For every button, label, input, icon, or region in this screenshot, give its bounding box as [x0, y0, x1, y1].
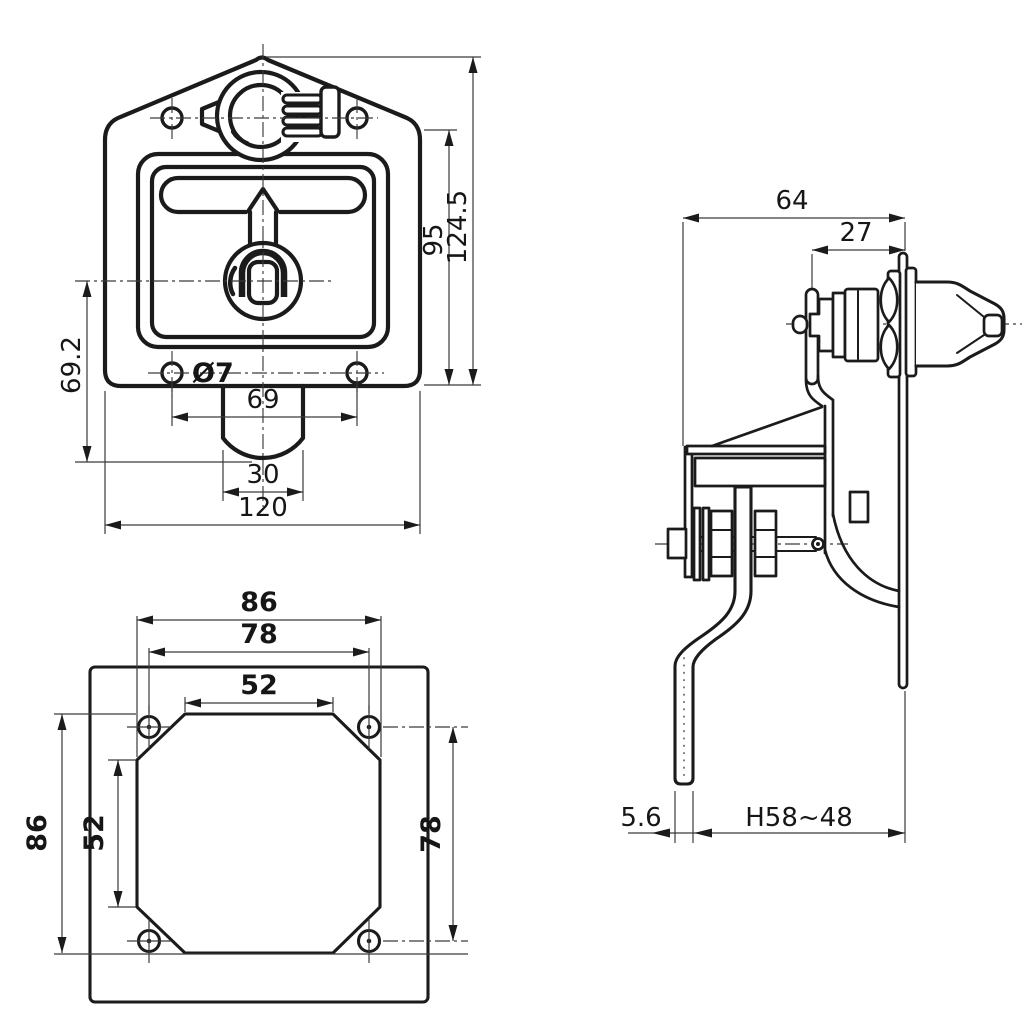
cup-cone-line: [956, 294, 985, 318]
dim-pawl-thickness: 5.6: [620, 803, 661, 833]
dim-side-flat: 52: [79, 814, 110, 852]
dim-grip-range: H58~48: [745, 803, 853, 833]
handle-cup-flange: [904, 266, 918, 378]
dim-overall-height: 124.5: [443, 190, 473, 264]
cutout-dimension-lines: [61, 619, 454, 953]
key-bow: [319, 85, 341, 139]
dim-hole-spacing-v: 78: [416, 815, 447, 853]
bracket-bend-outer: [804, 378, 824, 408]
wave-nut-lens: [879, 276, 899, 324]
cutout-arrows: [57, 615, 458, 953]
dim-pawl-width: 30: [246, 460, 279, 490]
side-view: 64 27 5.6 H58~48: [620, 186, 1022, 843]
dim-overall-width: 120: [238, 493, 288, 523]
dim-overall-depth: 64: [775, 186, 808, 216]
dim-body-height: 95: [419, 223, 449, 256]
hex-nut: [753, 509, 778, 578]
housing-sweep-outer: [831, 512, 901, 593]
pawl-arm: [673, 485, 753, 786]
mounting-panel: [88, 665, 430, 1004]
housing-top-plate: [685, 444, 827, 456]
housing-base-slab: [693, 456, 827, 488]
bracket-pin: [791, 314, 809, 335]
cylinder-accent-arc: [231, 130, 249, 145]
cutout-view: 86 78 52 86 52 78: [22, 587, 468, 1004]
bolt-end-pin-dot: [816, 542, 820, 546]
boss-accent-arc: [228, 265, 238, 297]
bracket-bend-inner: [816, 374, 835, 402]
cylinder-ring: [831, 291, 847, 359]
dim-top-flat: 52: [240, 670, 278, 701]
front-view: 124.5 95 69.2 Ø7 69 30 120: [57, 44, 481, 534]
housing-slope-edge: [710, 405, 824, 448]
cutout-holes: [127, 705, 382, 963]
bolt-head: [666, 527, 688, 560]
key-ridge: [281, 104, 324, 116]
octagon-cutout: [135, 712, 382, 955]
dim-hole-spacing: 69: [246, 385, 279, 415]
wave-nut-lens: [879, 323, 899, 371]
cup-center-plug: [982, 313, 1004, 338]
housing-sweep-inner: [823, 548, 901, 609]
latch-plate-outline: [102, 55, 423, 389]
cup-cone-line: [956, 334, 985, 354]
side-arrows: [652, 213, 905, 838]
front-arrows: [82, 57, 478, 530]
key-ridge: [281, 93, 324, 105]
hex-nut: [709, 509, 734, 578]
keeper-block: [848, 490, 870, 524]
side-extension-lines: [674, 222, 906, 843]
dim-center-to-pawl: 69.2: [57, 336, 87, 394]
dim-front-depth: 27: [839, 218, 872, 248]
dim-cutout-height: 86: [22, 814, 53, 852]
key-ridge: [281, 126, 324, 138]
dim-hole-spacing-h: 78: [240, 619, 278, 650]
cutout-extension-lines: [54, 616, 468, 955]
cylinder-body: [843, 287, 880, 363]
dim-cutout-width: 86: [240, 587, 278, 618]
key: [281, 85, 341, 142]
handle-cup-section: [914, 280, 1006, 368]
front-centerlines: [75, 44, 384, 507]
front-extension-lines: [75, 56, 481, 534]
front-dimension-lines: [86, 57, 474, 526]
dim-hole-diameter: Ø7: [192, 358, 234, 389]
washer: [692, 506, 702, 582]
washer: [701, 506, 711, 582]
